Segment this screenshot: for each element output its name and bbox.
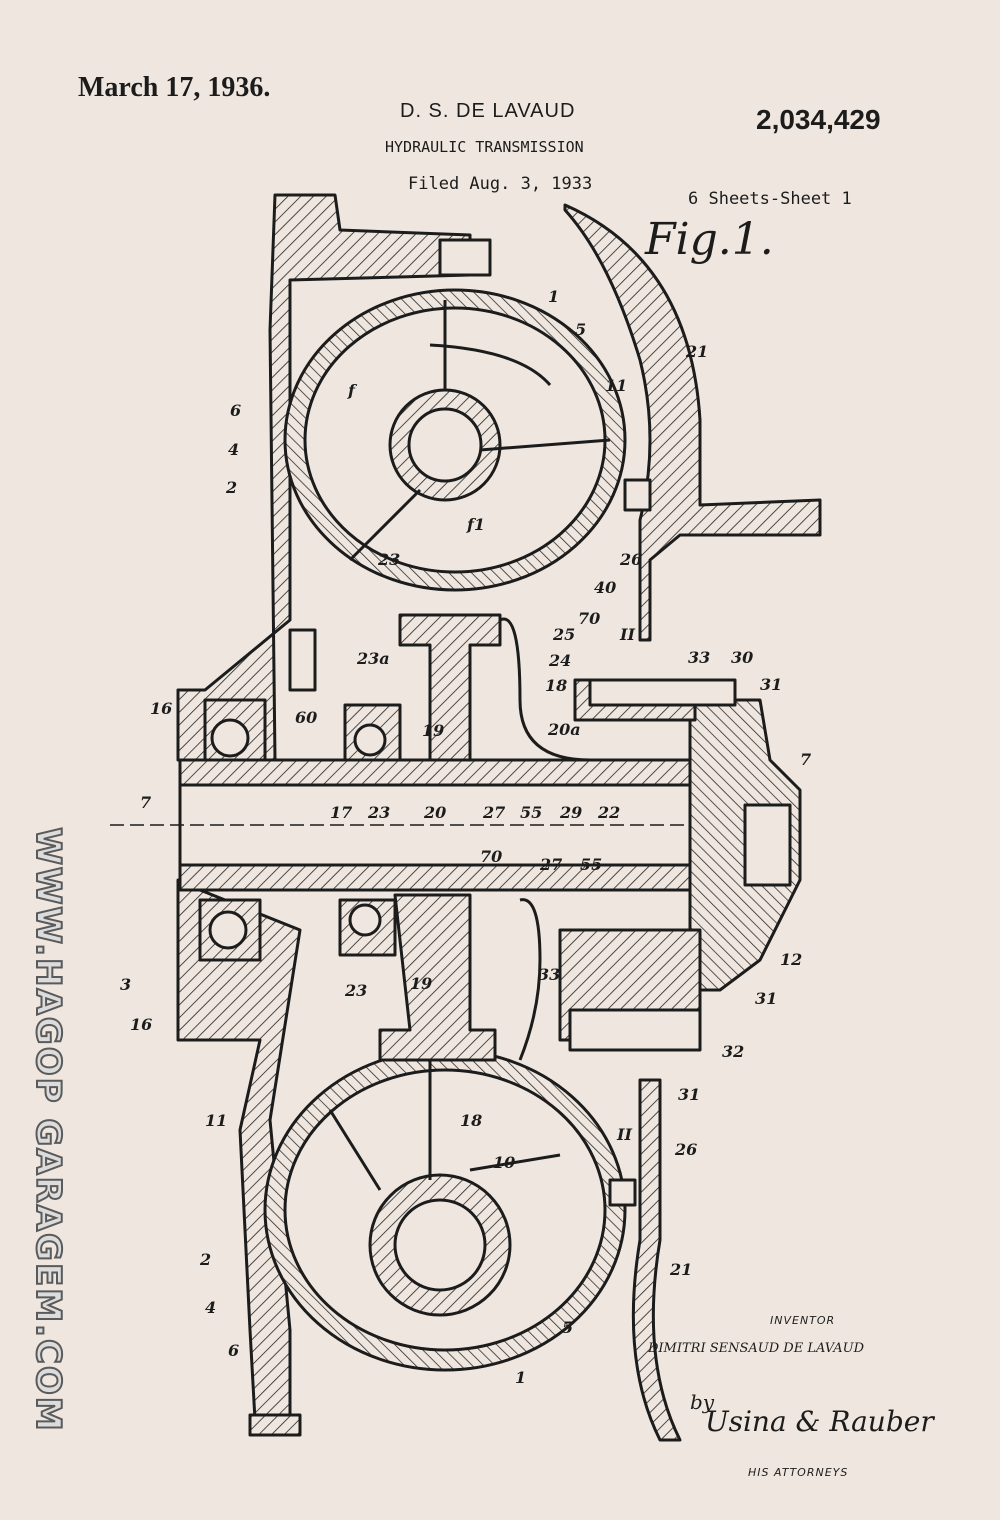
label-II-bottom: II bbox=[616, 1125, 632, 1144]
filed-date: Filed Aug. 3, 1933 bbox=[408, 174, 593, 194]
label-40: 40 bbox=[594, 578, 616, 597]
label-7-left: 7 bbox=[140, 793, 151, 812]
label-27-top: 27 bbox=[482, 803, 505, 822]
label-33-bottom: 33 bbox=[538, 965, 560, 984]
label-5-top: 5 bbox=[575, 320, 586, 339]
label-26-bottom: 26 bbox=[674, 1140, 697, 1159]
label-55-mid: 55 bbox=[580, 855, 602, 874]
bolt-26-top bbox=[623, 478, 652, 512]
label-18-top: 18 bbox=[545, 676, 567, 695]
patent-title: HYDRAULIC TRANSMISSION bbox=[385, 138, 584, 156]
label-16-bottom: 16 bbox=[130, 1015, 152, 1034]
clutch-parts-upper bbox=[398, 613, 502, 762]
label-1-bottom: 1 bbox=[515, 1368, 526, 1387]
label-2-bottom: 2 bbox=[199, 1250, 211, 1269]
label-31-top: 31 bbox=[760, 675, 782, 694]
label-33-top: 33 bbox=[688, 648, 710, 667]
label-24: 24 bbox=[548, 651, 571, 670]
label-20: 20 bbox=[423, 803, 446, 822]
label-f1: f1 bbox=[466, 515, 485, 534]
label-18-bottom: 18 bbox=[460, 1111, 482, 1130]
label-II-top: II bbox=[619, 625, 635, 644]
label-7-right: 7 bbox=[800, 750, 811, 769]
label-60: 60 bbox=[295, 708, 317, 727]
label-31-bottom: 31 bbox=[678, 1085, 700, 1104]
label-70-mid: 70 bbox=[480, 847, 502, 866]
label-6-top: 6 bbox=[230, 401, 241, 420]
attorneys-signature: Usina & Rauber bbox=[705, 1405, 934, 1438]
label-27-mid: 27 bbox=[539, 855, 562, 874]
label-19-bottom: 19 bbox=[410, 974, 432, 993]
label-3: 3 bbox=[120, 975, 131, 994]
label-5-bottom: 5 bbox=[562, 1318, 573, 1337]
patent-number: 2,034,429 bbox=[756, 104, 881, 135]
lower-hub-bore bbox=[393, 1198, 487, 1292]
label-2-top: 2 bbox=[225, 478, 237, 497]
label-25: 25 bbox=[552, 625, 575, 644]
label-22: 22 bbox=[597, 803, 620, 822]
label-32: 32 bbox=[722, 1042, 744, 1061]
housing-foot bbox=[248, 1413, 302, 1437]
label-11-bottom: 11 bbox=[205, 1111, 227, 1130]
label-23-mid: 23 bbox=[367, 803, 390, 822]
label-70-top: 70 bbox=[578, 609, 600, 628]
label-31-mid: 31 bbox=[755, 989, 777, 1008]
label-23a: 23a bbox=[356, 649, 390, 668]
label-17: 17 bbox=[330, 803, 352, 822]
bolt-top bbox=[438, 238, 492, 277]
label-12: 12 bbox=[780, 950, 802, 969]
bolt-60 bbox=[288, 628, 317, 692]
by-text: by bbox=[690, 1390, 715, 1414]
label-23-bottom: 23 bbox=[344, 981, 367, 1000]
inventor-label: INVENTOR bbox=[770, 1314, 836, 1327]
watermark: WWW.HAGOP GARAGEM.COM bbox=[27, 826, 69, 1433]
label-16-top: 16 bbox=[150, 699, 172, 718]
reference-labels: 1 5 21 6 4 2 11 f f1 23 26 40 70 25 24 1… bbox=[120, 287, 811, 1387]
label-6-bottom: 6 bbox=[228, 1341, 239, 1360]
label-21-top: 21 bbox=[685, 342, 708, 361]
label-29: 29 bbox=[559, 803, 582, 822]
casing-21-bottom bbox=[631, 1078, 682, 1442]
shaft-sleeve-top bbox=[178, 758, 702, 787]
inventor-header: D. S. DE LAVAUD bbox=[400, 100, 576, 122]
label-4-bottom: 4 bbox=[205, 1298, 216, 1317]
label-19-top: 19 bbox=[422, 721, 444, 740]
label-20a: 20a bbox=[547, 720, 581, 739]
figure-label: Fig.1. bbox=[645, 214, 774, 265]
label-26-top: 26 bbox=[619, 550, 642, 569]
shaft-sleeve-bottom bbox=[178, 863, 702, 892]
clutch-parts-lower bbox=[378, 893, 497, 1062]
label-11-top: 11 bbox=[605, 376, 627, 395]
label-23-top: 23 bbox=[377, 550, 400, 569]
label-55-top: 55 bbox=[520, 803, 542, 822]
sheet-info: 6 Sheets-Sheet 1 bbox=[688, 189, 852, 209]
label-10: 10 bbox=[493, 1153, 515, 1172]
bolt-26-bottom bbox=[608, 1178, 637, 1207]
label-4-top: 4 bbox=[228, 440, 239, 459]
label-1-top: 1 bbox=[548, 287, 559, 306]
label-f: f bbox=[347, 381, 358, 400]
label-30: 30 bbox=[731, 648, 753, 667]
upper-hub-bore bbox=[407, 407, 483, 483]
label-21-bottom: 21 bbox=[669, 1260, 692, 1279]
patent-date: March 17, 1936. bbox=[78, 72, 271, 103]
inventor-name: DIMITRI SENSAUD DE LAVAUD bbox=[648, 1341, 864, 1356]
attorneys-label: HIS ATTORNEYS bbox=[748, 1466, 849, 1479]
output-shaft-end bbox=[743, 803, 792, 887]
